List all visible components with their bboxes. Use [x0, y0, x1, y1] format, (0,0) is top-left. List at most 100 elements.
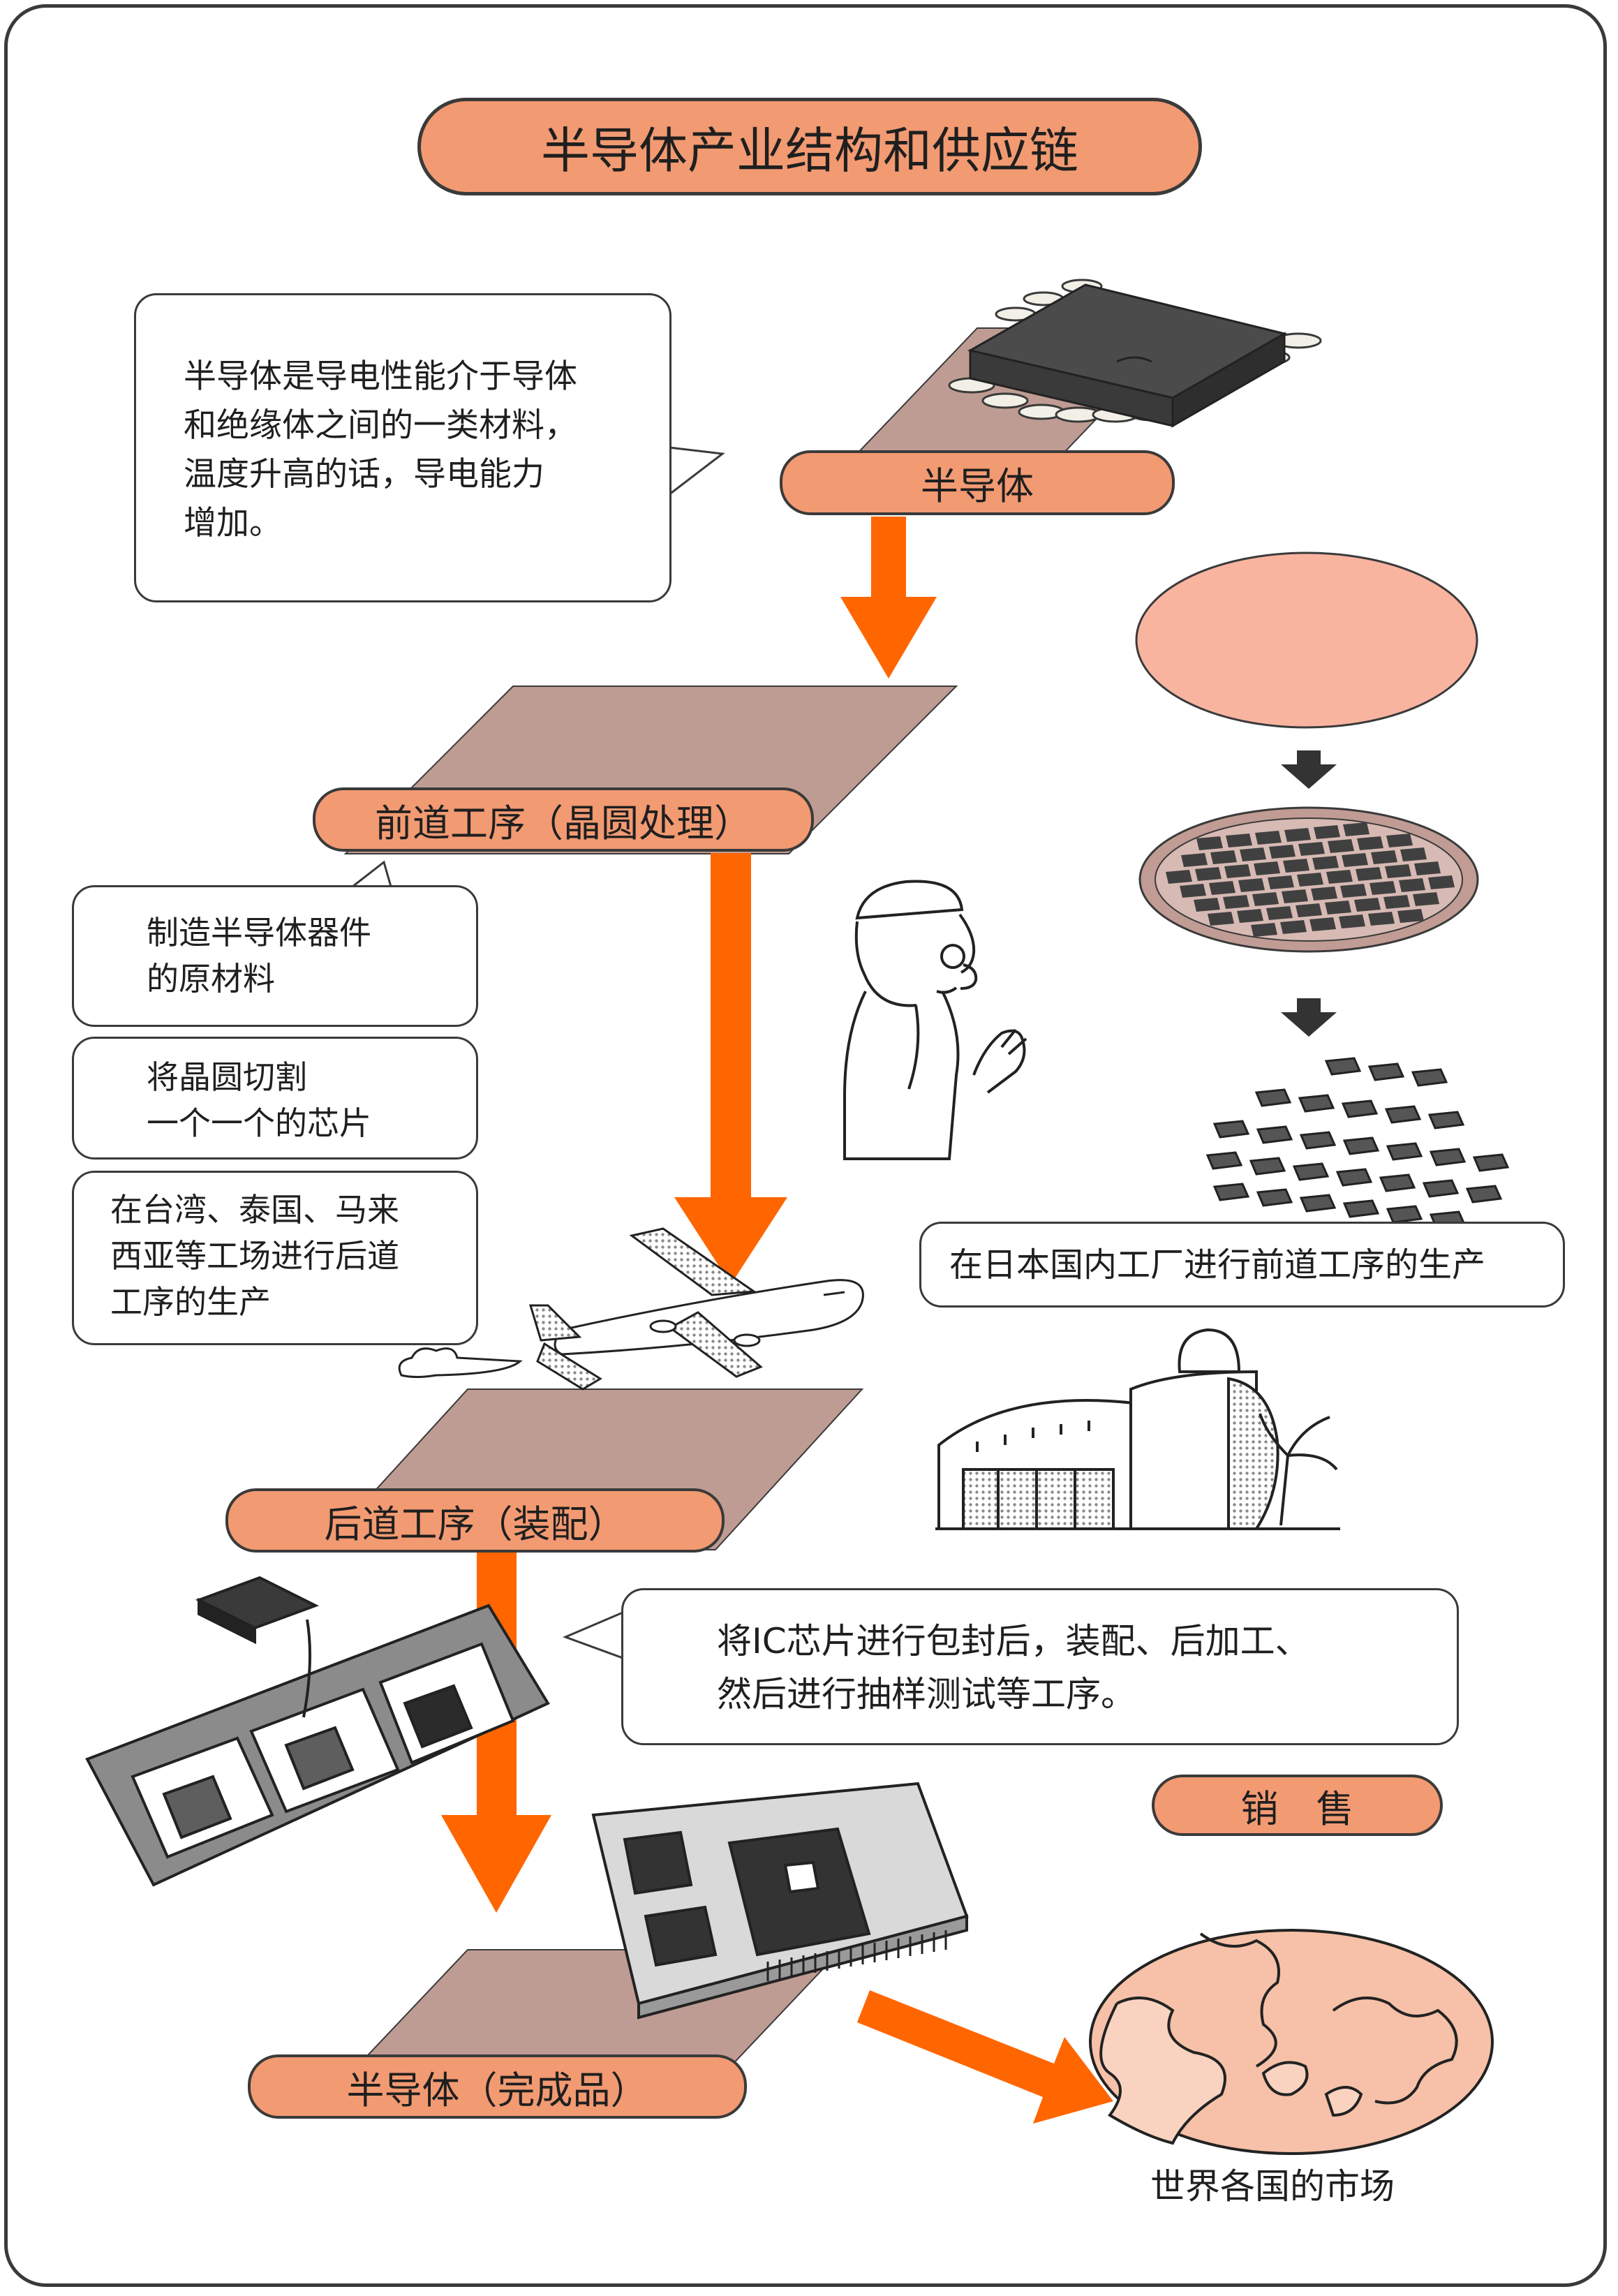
- bubble-tail-material: [352, 860, 392, 888]
- loose-die: [1292, 1162, 1330, 1181]
- loose-die: [1465, 1185, 1503, 1203]
- wafer-die: [1297, 873, 1323, 887]
- bubble-tail-packaging: [562, 1611, 623, 1659]
- down-arrow-icon: [1281, 750, 1337, 789]
- wafer-die: [1296, 903, 1322, 917]
- wafer-die: [1413, 892, 1439, 906]
- wafer-die: [1282, 889, 1308, 903]
- loose-die: [1324, 1057, 1362, 1076]
- wafer-die: [1252, 892, 1279, 906]
- wafer-die: [1251, 923, 1277, 937]
- page-title: 半导体产业结构和供应链: [417, 98, 1202, 195]
- wafer-die: [1370, 881, 1396, 895]
- wafer-die: [1400, 847, 1427, 861]
- wafer-die: [1298, 842, 1325, 856]
- loose-die: [1256, 1125, 1293, 1144]
- wafer-die: [1195, 867, 1222, 881]
- airplane-illustration: [398, 1227, 864, 1391]
- wafer-die: [1166, 870, 1192, 884]
- note-line: 在台湾、泰国、马来: [110, 1191, 399, 1229]
- wafer-die: [1181, 853, 1208, 867]
- wafer-die: [1314, 825, 1340, 839]
- wafer-die: [1386, 834, 1413, 847]
- note-packaging: 将IC芯片进行包封后，装配、后加工、 然后进行抽样测试等工序。: [621, 1588, 1459, 1745]
- wafer-die: [1383, 895, 1410, 909]
- wafer-die: [1223, 895, 1249, 909]
- note-domestic: 在日本国内工厂进行前道工序的生产: [919, 1222, 1565, 1308]
- loose-die: [1411, 1068, 1448, 1087]
- engineer-illustration: [843, 880, 1027, 1160]
- loose-die: [1256, 1188, 1293, 1207]
- wafer-die: [1309, 917, 1336, 931]
- globe-illustration: [1089, 1929, 1494, 2155]
- note-line: 制造半导体器件: [147, 914, 371, 951]
- loose-die: [1212, 1120, 1250, 1139]
- factory-illustration: [935, 1328, 1340, 1530]
- wafer-die: [1254, 861, 1280, 875]
- wafer-die: [1284, 828, 1311, 842]
- loose-die: [1298, 1094, 1335, 1113]
- wafer-die: [1266, 906, 1293, 920]
- note-line: 和绝缘体之间的一类材料，: [184, 406, 577, 445]
- flow-arrow-market: [857, 1990, 1113, 2124]
- note-line: 增加。: [184, 504, 282, 542]
- down-arrow-icon-2: [1281, 998, 1337, 1037]
- wafer-die: [1210, 850, 1237, 864]
- wafer-blob: [1135, 551, 1478, 729]
- flow-arrow-1: [840, 517, 937, 679]
- note-line: 将IC芯片进行包封后，装配、后加工、: [717, 1621, 1310, 1661]
- loose-die: [1249, 1157, 1286, 1176]
- wafer-die: [1356, 867, 1382, 881]
- loose-die: [1342, 1199, 1380, 1218]
- wafer-die: [1283, 859, 1309, 873]
- wafer-die: [1224, 864, 1251, 878]
- wafer-die: [1268, 875, 1294, 889]
- loose-die: [1429, 1148, 1467, 1166]
- loose-die: [1212, 1183, 1250, 1201]
- loose-die: [1299, 1194, 1337, 1213]
- wafer-die: [1428, 875, 1455, 889]
- flow-arrow-2: [674, 853, 787, 1284]
- note-line: 半导体是导电性能介于导体: [184, 357, 577, 396]
- note-line: 然后进行抽样测试等工序。: [717, 1674, 1136, 1714]
- wafer-die: [1237, 909, 1263, 923]
- wafer-die: [1328, 839, 1354, 853]
- wafer-die: [1368, 912, 1395, 926]
- flow-arrow-3: [441, 1551, 551, 1913]
- wafer-die: [1196, 836, 1223, 850]
- loose-die: [1254, 1088, 1292, 1107]
- loose-die: [1341, 1099, 1379, 1118]
- loose-die: [1427, 1111, 1465, 1130]
- loose-die: [1386, 1205, 1423, 1224]
- note-line: 西亚等工场进行后道: [110, 1237, 399, 1275]
- note-line: 温度升高的话，导电能力: [184, 455, 544, 494]
- chip-icon: [948, 279, 1322, 428]
- note-line: 将晶圆切割: [147, 1058, 307, 1096]
- wafer-die: [1311, 887, 1337, 901]
- note-raw-material: 制造半导体器件 的原材料: [72, 885, 478, 1027]
- wafer-die: [1180, 884, 1206, 898]
- stage-label-back-end: 后道工序（装配）: [225, 1488, 725, 1553]
- loose-die: [1299, 1131, 1337, 1150]
- loose-die: [1367, 1062, 1405, 1081]
- wafer-die: [1339, 914, 1365, 928]
- wafer-die: [1399, 878, 1425, 892]
- loose-die: [1335, 1168, 1373, 1187]
- stage-label-front-end: 前道工序（晶圆处理）: [313, 787, 814, 852]
- wafer-die: [1240, 847, 1266, 861]
- wafer-die: [1208, 912, 1234, 926]
- wafer-icon: [1138, 806, 1479, 953]
- note-line: 一个一个的芯片: [147, 1104, 371, 1142]
- bubble-tail-definition: [662, 445, 725, 501]
- market-label: 世界各国的市场: [1150, 2166, 1395, 2207]
- note-line: 的原材料: [147, 960, 275, 998]
- wafer-die: [1255, 831, 1282, 845]
- loose-die: [1205, 1151, 1243, 1170]
- wafer-die: [1269, 845, 1296, 859]
- wafer-die: [1342, 853, 1368, 867]
- stage-label-finished: 半导体（完成品）: [248, 2054, 747, 2119]
- loose-die: [1379, 1173, 1416, 1192]
- wafer-die: [1226, 834, 1252, 847]
- wafer-die: [1354, 898, 1381, 912]
- note-dicing: 将晶圆切割 一个一个的芯片: [72, 1037, 478, 1160]
